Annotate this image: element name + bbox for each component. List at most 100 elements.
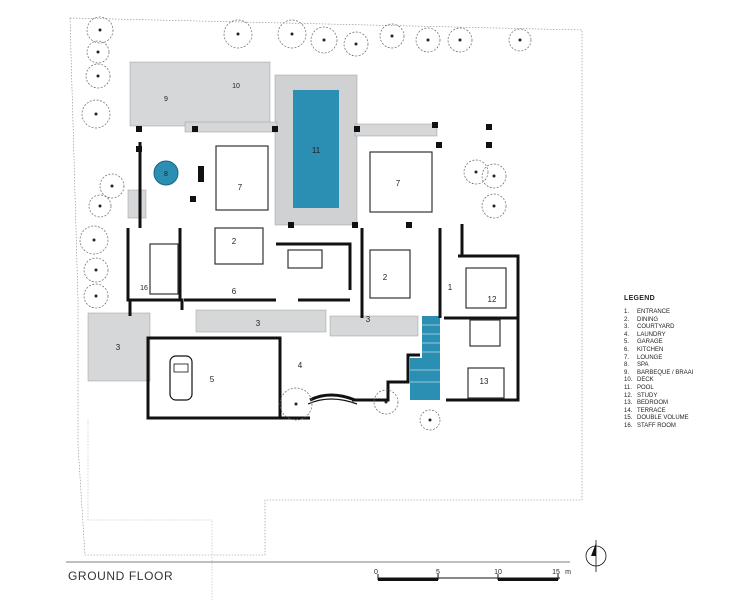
tree-icon [463,159,489,185]
legend-item-label: STAFF ROOM [637,422,676,429]
tree-icon [415,27,441,53]
room-label-lounge: 7 [238,183,243,192]
legend-item: 8.SPA [624,362,739,370]
car-icon [169,355,193,401]
curved-wall [309,393,356,402]
car-windscreen [173,363,189,373]
legend-item-number: 10. [624,377,633,384]
tree-icon [379,23,405,49]
tree-icon [310,26,338,54]
tree-icon [508,28,532,52]
tree-icon [83,283,109,309]
room-label-braai: 9 [164,96,168,103]
legend-item-label: LAUNDRY [637,331,666,338]
room-label-courtyard: 3 [256,319,261,328]
room-label-study: 12 [488,295,497,304]
legend-item-label: DOUBLE VOLUME [637,415,689,422]
room-label-dining: 2 [383,273,388,282]
legend-item-number: 7. [624,354,630,361]
legend-item: 6. KITCHEN [624,347,739,355]
room-label-bedroom: 13 [480,377,489,386]
spa [153,160,179,186]
drive-boundary [87,420,213,600]
room-label-spa: 8 [164,171,168,178]
legend-item: 7. LOUNGE [624,355,739,363]
legend-item-number: 3. [624,324,630,331]
legend-item: 16. STAFF ROOM [624,423,739,431]
tree-icon [481,163,507,189]
tree-icon [86,16,114,44]
legend-item-number: 4. [624,331,630,338]
legend-item-number: 1. [624,309,630,315]
columns [136,122,492,228]
legend-item: 3. COURTYARD [624,324,739,332]
tree-icon [85,63,111,89]
site-boundary [69,17,583,556]
legend-item-label: POOL [637,384,654,391]
legend-item-number: 8. [624,362,630,369]
room-label-laundry: 4 [298,361,303,370]
tree-icons [79,16,532,431]
room-label-staff-room: 16 [140,285,148,292]
tree-icon [373,389,399,415]
room-label-courtyard: 3 [366,315,371,324]
tree-icon [86,40,110,64]
room-label-kitchen: 6 [232,287,237,296]
paved-areas [87,61,438,382]
legend-item-number: 6. [624,346,630,353]
room-label-deck: 10 [232,83,240,90]
legend-item-number: 9. [624,369,630,376]
scale-tick-15: 15 [552,569,560,576]
room-label-lounge: 7 [396,179,401,188]
stair-treads [410,324,440,383]
room-label-pool: 11 [312,146,321,155]
legend-item-number: 11. [624,384,632,391]
legend-item-label: COURTYARD [637,324,675,331]
pool [293,90,339,208]
tree-icon [79,225,109,255]
room-label-dining: 2 [232,237,237,246]
room-label-garage: 5 [210,375,215,384]
legend-item-label: DINING [637,316,658,323]
tree-icon [419,409,441,431]
legend-item-number: 16. [624,422,633,429]
legend-item: 4. LAUNDRY [624,332,739,340]
legend-title: LEGEND [624,295,655,302]
north-arrow-icon [585,540,607,572]
legend-item-label: LOUNGE [637,354,663,361]
legend-item: 9. BARBEQUE / BRAAI [624,370,739,378]
legend-item-label: KITCHEN [637,346,664,353]
tree-icon [447,27,473,53]
room-label-courtyard: 3 [116,343,121,352]
tree-icon [277,19,307,49]
legend-item-label: STUDY [637,392,658,399]
tree-icon [343,31,369,57]
scale-tick-5: 5 [436,569,440,576]
legend-item-number: 2. [624,316,630,323]
legend-item-number: 15. [624,415,633,422]
legend-item-label: TERRACE [637,407,666,414]
double-volume [410,316,440,400]
room-label-entrance: 1 [448,283,453,292]
curved-wall-inner [307,398,358,405]
tree-icon [88,194,112,218]
legend-item: 5.GARAGE [624,339,739,347]
legend-item: 14. TERRACE [624,408,739,416]
tree-icon [279,387,313,421]
thin-walls [149,145,507,399]
tree-icon [481,193,507,219]
legend-item: 12. STUDY [624,393,739,401]
legend-item: 15. DOUBLE VOLUME [624,415,739,423]
plan-title: GROUND FLOOR [68,569,174,583]
legend-item-label: BARBEQUE / BRAAI [637,369,694,376]
legend-item-number: 12. [624,392,633,399]
legend-item-label: BEDROOM [637,400,669,407]
legend-item-number: 14. [624,407,633,414]
scale-tick-10: 10 [494,569,502,576]
legend-item: 2. DINING [624,317,739,325]
tree-icon [99,173,125,199]
legend-item: 11. POOL [624,385,739,393]
